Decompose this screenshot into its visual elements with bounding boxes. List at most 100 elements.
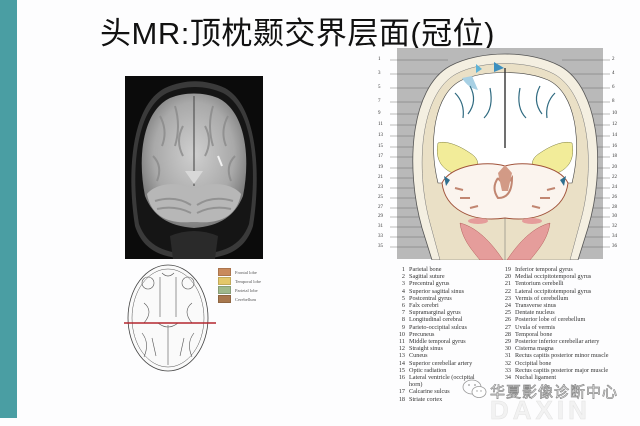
coronal-label-left: 31 (378, 224, 383, 229)
key-structure-name: Temporal bone (515, 330, 553, 338)
coronal-label-left: 9 (378, 111, 381, 116)
key-row: 16 Lateral ventricle (occipital (395, 374, 505, 381)
coronal-label-right: 28 (612, 205, 617, 210)
wechat-icon (462, 378, 488, 405)
legend-label: Parietal lobe (235, 287, 258, 293)
coronal-label-left: 21 (378, 175, 383, 180)
key-number: 18 (398, 395, 405, 403)
accent-side-bar (0, 0, 17, 418)
key-structure-name: Nuchal ligament (515, 374, 557, 382)
region-color-legend: Frontal lobe Temporal lobe Parietal lobe… (218, 268, 261, 304)
legend-label: Frontal lobe (235, 269, 257, 275)
key-structure-name: Longitudinal cerebral (409, 316, 463, 324)
key-number: 32 (504, 359, 511, 367)
coronal-label-left: 29 (378, 214, 383, 219)
coronal-label-right: 14 (612, 133, 617, 138)
legend-item-frontal: Frontal lobe (218, 268, 261, 276)
key-row: 32 Occipital bone (501, 360, 639, 367)
key-structure-name: Optic radiation (409, 366, 447, 374)
key-structure-name: Straight sinus (409, 345, 443, 353)
key-number: 12 (398, 345, 405, 353)
coronal-anatomy-diagram (370, 48, 640, 265)
coronal-label-right: 20 (612, 165, 617, 170)
key-row: horn) (395, 381, 505, 388)
key-number: 30 (504, 345, 511, 353)
key-number: 34 (504, 374, 511, 382)
key-number: 23 (504, 294, 511, 302)
key-number: 22 (504, 287, 511, 295)
key-structure-name: Medial occipitotemporal gyrus (515, 273, 592, 281)
key-number: 10 (398, 330, 405, 338)
coronal-label-left: 7 (378, 99, 381, 104)
coronal-label-left: 1 (378, 57, 381, 62)
coronal-label-right: 36 (612, 244, 617, 249)
key-structure-name: Posterior inferior cerebellar artery (515, 338, 600, 346)
key-structure-name: horn) (409, 381, 423, 389)
key-number: 19 (504, 266, 511, 273)
key-row: 34 Nuchal ligament (501, 374, 639, 381)
swatch-parietal (218, 286, 231, 294)
key-structure-name: Postcentral gyrus (409, 294, 452, 302)
key-number: 24 (504, 302, 511, 310)
coronal-label-left: 3 (378, 71, 381, 76)
coronal-label-right: 32 (612, 224, 617, 229)
key-structure-name: Supramarginal gyrus (409, 309, 461, 317)
coronal-mri-image (125, 76, 263, 259)
coronal-label-right: 16 (612, 144, 617, 149)
coronal-label-left: 13 (378, 133, 383, 138)
key-structure-name: Dentate nucleus (515, 309, 555, 317)
key-row: 19 Inferior temporal gyrus (501, 266, 639, 273)
key-structure-name: Sagittal suture (409, 273, 445, 281)
key-structure-name: Occipital bone (515, 359, 552, 367)
key-structure-name: Posterior lobe of cerebellum (515, 316, 586, 324)
axial-orientation-diagram (124, 263, 216, 380)
coronal-label-left: 19 (378, 165, 383, 170)
key-structure-name: Cuneus (409, 352, 428, 360)
key-structure-name: Inferior temporal gyrus (515, 266, 573, 273)
key-number: 13 (398, 352, 405, 360)
coronal-label-right: 22 (612, 175, 617, 180)
coronal-label-left: 15 (378, 144, 383, 149)
legend-item-parietal: Parietal lobe (218, 286, 261, 294)
key-number: 25 (504, 309, 511, 317)
key-number: 33 (504, 366, 511, 374)
key-structure-name: Precentral gyrus (409, 280, 450, 288)
key-number: 21 (504, 280, 511, 288)
coronal-label-right: 12 (612, 122, 617, 127)
coronal-label-left: 17 (378, 154, 383, 159)
coronal-label-left: 33 (378, 234, 383, 239)
key-number: 15 (398, 366, 405, 374)
coronal-label-right: 10 (612, 111, 617, 116)
coronal-label-right: 26 (612, 195, 617, 200)
swatch-cerebellum (218, 295, 231, 303)
key-structure-name: Lateral ventricle (occipital (409, 374, 475, 382)
key-number: 11 (399, 338, 405, 346)
coronal-label-right: 8 (612, 99, 615, 104)
key-structure-name: Uvula of vermis (515, 323, 556, 331)
key-number: 1 (401, 266, 405, 273)
key-number: 16 (398, 374, 405, 382)
legend-item-cerebellum: Cerebellum (218, 295, 261, 303)
coronal-label-left: 27 (378, 205, 383, 210)
key-number: 9 (401, 323, 405, 331)
